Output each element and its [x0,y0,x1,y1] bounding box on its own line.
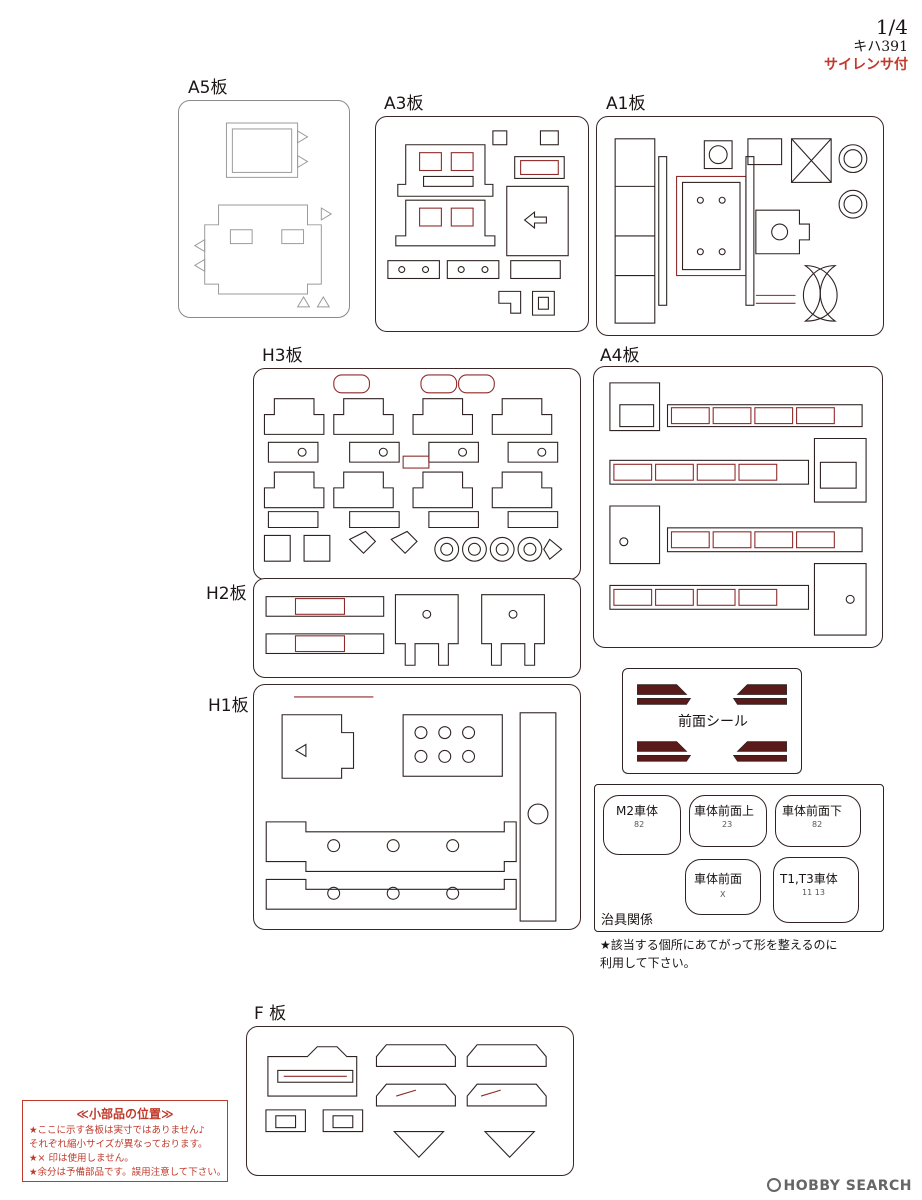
a4-side-panel-1 [609,382,863,432]
sheet-f [246,1026,574,1176]
sheet-label-a5: A5板 [188,78,228,98]
hobby-search-logo-icon [766,1178,781,1192]
note-line: ★余分は予備部品です。誤用注意して下さい。 [29,1167,227,1178]
jig-instruction: ★該当する個所にあてがって形を整えるのに 利用して下さい。 [600,936,838,972]
watermark-text: HOBBY SEARCH [783,1178,912,1194]
jig-section-label: 治具関係 [601,913,654,928]
note-title: ≪小部品の位置≫ [76,1107,174,1121]
parts-location-note: ≪小部品の位置≫ ★ここに示す各板は実寸ではありません♪ それぞれ縮小サイズが異… [22,1100,228,1182]
watermark: HOBBY SEARCH [766,1178,912,1194]
sheet-h1 [253,684,581,930]
note-line: ★ここに示す各板は実寸ではありません♪ [29,1125,205,1136]
jig-section: M2車体 82 車体前面上 23 車体前面下 82 車体前面 X T1,T3車体… [594,784,884,932]
sheet-f-parts [265,1044,547,1159]
page-header: 1/4 キハ391 サイレンサ付 [824,16,908,74]
h3-row-3 [263,455,553,509]
variant-name: サイレンサ付 [824,57,908,73]
sheet-h1-parts [265,696,557,922]
jig-label: M2車体 [616,804,658,818]
model-name: キハ391 [853,39,908,55]
jig-m2-body: M2車体 82 [603,795,681,855]
a4-side-panel-4 [609,563,867,636]
jig-label: 車体前面下 [782,804,843,818]
a4-side-panel-2 [609,437,867,503]
sheet-a4-parts [609,382,867,636]
note-line: ★× 印は使用しません。 [29,1153,134,1164]
jig-label: 車体前面 [694,872,743,886]
jig-instruction-line: 利用して下さい。 [600,956,696,970]
sheet-label-a1: A1板 [606,94,646,114]
sheet-h3-parts [263,374,563,562]
sheet-label-h2: H2板 [206,584,247,604]
sheet-label-h1: H1板 [208,696,249,716]
h3-row-1 [263,374,553,435]
h3-row-2 [267,441,559,463]
jig-label: 車体前面上 [694,804,755,818]
jig-front-lower: 車体前面下 82 [775,795,861,847]
sheet-h2 [253,578,581,678]
front-sticker-label: 前面シール [678,714,748,730]
front-sticker-marks [637,684,787,762]
sheet-a1-parts [614,138,868,324]
jig-label: T1,T3車体 [780,872,838,886]
jig-code: X [720,890,726,899]
sheet-label-h3: H3板 [262,346,303,366]
jig-front: 車体前面 X [685,859,761,915]
sheet-a4 [593,366,883,648]
sheet-a3-parts [387,130,569,316]
a4-side-panel-3 [609,505,863,565]
h3-row-4 [267,511,559,529]
jig-code: 23 [722,820,733,829]
sheet-a1 [596,116,884,336]
page-number: 1/4 [875,15,908,39]
sheet-label-f: F 板 [254,1004,287,1024]
jig-instruction-line: ★該当する個所にあてがって形を整えるのに [600,938,838,952]
jig-code: 82 [634,820,645,829]
front-sticker-sheet: 前面シール [622,668,802,774]
sheet-h2-parts [265,594,545,666]
sheet-label-a3: A3板 [384,94,424,114]
h3-row-5 [263,530,563,562]
sheet-a3 [375,116,589,332]
jig-front-upper: 車体前面上 23 [689,795,767,847]
sheet-a5 [178,100,350,318]
jig-code: 11 13 [802,888,825,897]
sheet-h3 [253,368,581,580]
jig-code: 82 [812,820,823,829]
note-line: それぞれ縮小サイズが異なっております。 [29,1139,208,1150]
sheet-label-a4: A4板 [600,346,640,366]
jig-t1-t3-body: T1,T3車体 11 13 [773,857,859,923]
sheet-a5-parts [193,122,333,308]
